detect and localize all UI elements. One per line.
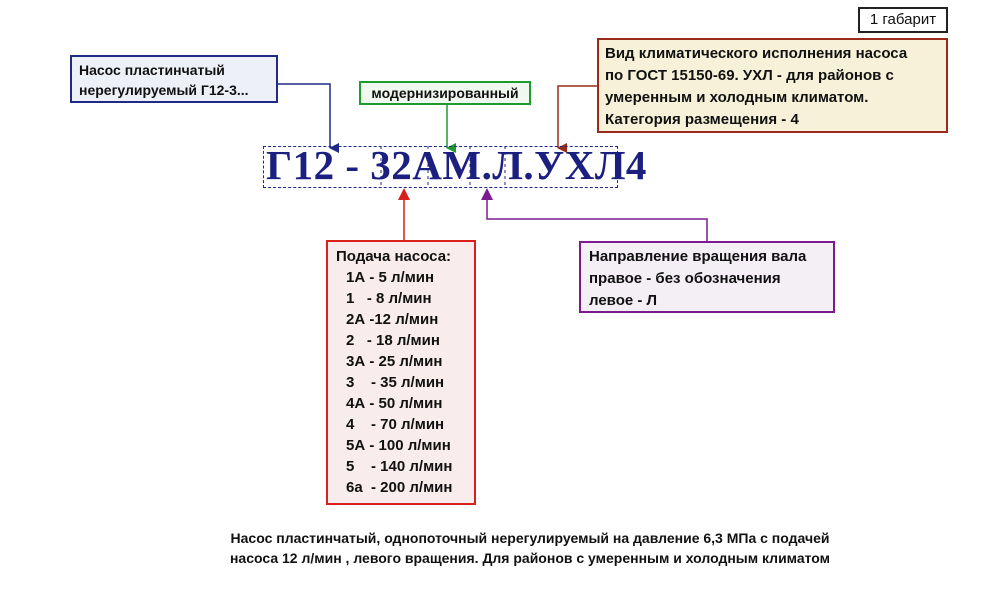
- arrow-rotation-head: [481, 188, 493, 200]
- flow-item: 3 - 35 л/мин: [346, 374, 445, 391]
- code-flow: 2А: [391, 142, 443, 188]
- code-size: 3: [370, 142, 392, 188]
- climate-line: Категория размещения - 4: [605, 111, 799, 128]
- climate-line: Вид климатического исполнения насоса: [605, 45, 908, 62]
- arrow-flow-head: [398, 188, 410, 200]
- pump-type-line: нерегулируемый Г12-3...: [79, 82, 249, 98]
- climate-box: Вид климатического исполнения насоса по …: [597, 38, 948, 133]
- code-rotation: Л: [492, 142, 524, 188]
- rotation-line: Направление вращения вала: [589, 248, 807, 265]
- flow-item: 1 - 8 л/мин: [346, 290, 432, 307]
- code-frame: [263, 146, 618, 188]
- flow-item: 1А - 5 л/мин: [346, 269, 435, 286]
- arrow-rotation: [486, 196, 708, 241]
- caption: Насос пластинчатый, однопоточный нерегул…: [180, 528, 880, 568]
- flow-item: 3А - 25 л/мин: [346, 353, 443, 370]
- flow-item: 6а - 200 л/мин: [346, 479, 453, 496]
- caption-line: насоса 12 л/мин , левого вращения. Для р…: [229, 550, 831, 566]
- code-prefix: Г12 -: [266, 142, 371, 188]
- code-dot: .: [523, 142, 535, 188]
- flow-title: Подача насоса:: [336, 248, 452, 265]
- arrow-climate: [557, 85, 597, 153]
- code-climate: УХЛ4: [534, 142, 647, 188]
- size-badge: 1 габарит: [858, 7, 948, 33]
- flow-item: 4 - 70 л/мин: [346, 416, 445, 433]
- climate-line: умеренным и холодным климатом.: [605, 89, 869, 106]
- rotation-line: левое - Л: [589, 292, 658, 309]
- pump-type-line: Насос пластинчатый: [79, 62, 225, 78]
- flow-item: 2А -12 л/мин: [346, 311, 439, 328]
- flow-item: 5А - 100 л/мин: [346, 437, 451, 454]
- code-dot: .: [481, 142, 493, 188]
- code-mod: М: [442, 142, 482, 188]
- flow-item: 4А - 50 л/мин: [346, 395, 443, 412]
- caption-line: Насос пластинчатый, однопоточный нерегул…: [230, 530, 830, 546]
- modernized-box: модернизированный: [359, 81, 531, 105]
- arrow-pump-type: [278, 83, 339, 153]
- flow-box: Подача насоса: 1А - 5 л/мин 1 - 8 л/мин …: [326, 240, 476, 505]
- rotation-box: Направление вращения вала правое - без о…: [579, 241, 835, 313]
- rotation-line: правое - без обозначения: [589, 270, 781, 287]
- flow-item: 5 - 140 л/мин: [346, 458, 453, 475]
- flow-item: 2 - 18 л/мин: [346, 332, 440, 349]
- pump-type-box: Насос пластинчатый нерегулируемый Г12-3.…: [70, 55, 278, 103]
- model-code: Г12 - 32АМ.Л.УХЛ4: [266, 141, 647, 189]
- climate-line: по ГОСТ 15150-69. УХЛ - для районов с: [605, 67, 894, 84]
